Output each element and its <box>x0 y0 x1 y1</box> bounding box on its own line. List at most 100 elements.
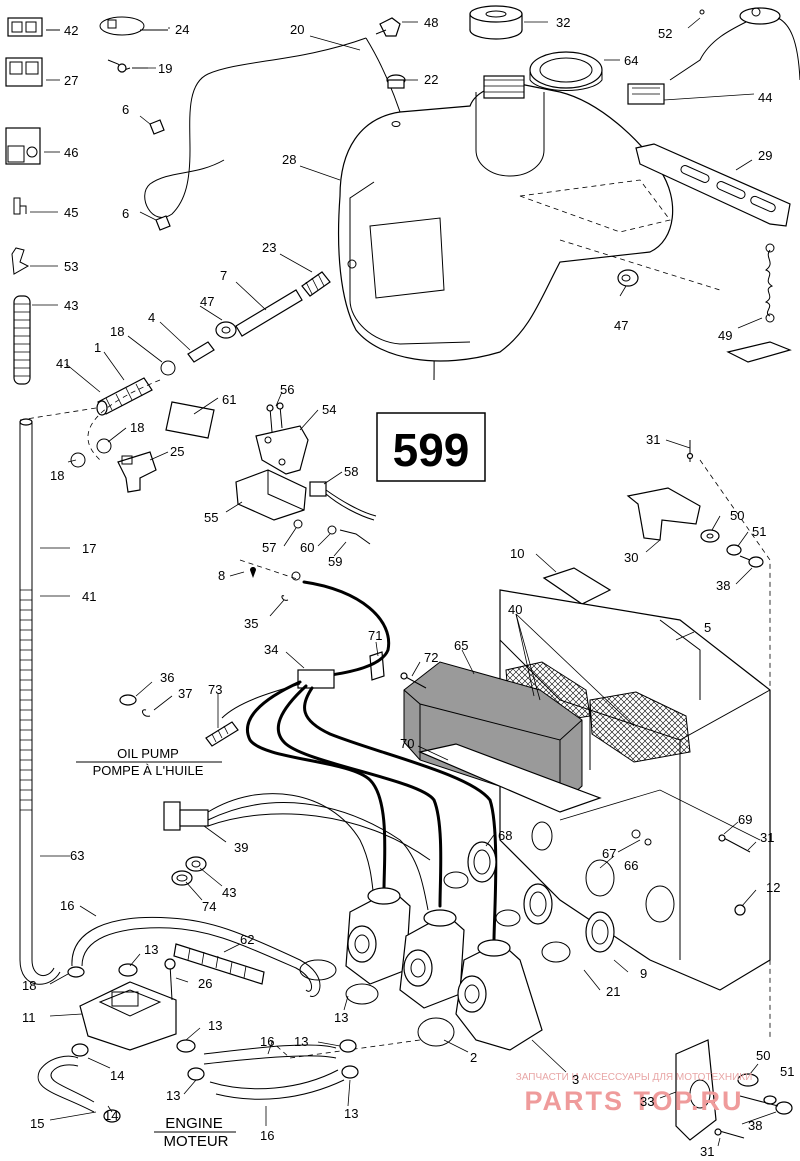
callout: 56 <box>280 382 294 397</box>
callout: 6 <box>122 102 129 117</box>
callout: 50 <box>730 508 744 523</box>
callout: 72 <box>424 650 438 665</box>
callout: 18 <box>110 324 124 339</box>
callout: 4 <box>148 310 155 325</box>
screw-38-top <box>739 555 764 568</box>
connector-27 <box>5 57 60 87</box>
housing-55 <box>235 469 307 529</box>
cable-main <box>302 580 391 678</box>
screw-38-bottom <box>739 1095 793 1115</box>
washer-60 <box>327 525 337 535</box>
callout: 19 <box>158 61 172 76</box>
callout: 16 <box>260 1128 274 1143</box>
spring-hose-43 <box>13 295 58 385</box>
decal-10 <box>542 567 612 605</box>
callout: 47 <box>200 294 214 309</box>
callout: 62 <box>240 932 254 947</box>
clip-6-upper <box>149 119 165 135</box>
callout: 16 <box>260 1034 274 1049</box>
carburetor-2 <box>399 909 465 1009</box>
callout: 41 <box>56 356 70 371</box>
clip-45 <box>13 197 58 215</box>
callout: 59 <box>328 554 342 569</box>
callout: 73 <box>208 682 222 697</box>
callout: 65 <box>454 638 468 653</box>
connector-42 <box>7 17 60 37</box>
junction-block-34 <box>297 669 335 689</box>
clip-19 <box>107 59 148 73</box>
carburetor-3 <box>455 939 543 1051</box>
callout: 57 <box>262 540 276 555</box>
clamps-carb <box>299 871 571 1047</box>
callout: 47 <box>614 318 628 333</box>
callout: 13 <box>144 942 158 957</box>
callout: 31 <box>700 1144 714 1159</box>
callout: 44 <box>758 90 772 105</box>
callout: 48 <box>424 15 438 30</box>
oil-pump-label: OIL PUMP POMPE À L'HUILE <box>76 746 222 778</box>
clamps-pump <box>67 963 359 1123</box>
screws-56 <box>266 402 284 433</box>
callout: 41 <box>82 589 96 604</box>
plate-under-49 <box>726 341 792 363</box>
washer-50-bottom <box>737 1073 759 1087</box>
washer-8 <box>250 567 301 581</box>
bracket-30 <box>626 487 701 541</box>
engine-label-fr: MOTEUR <box>164 1133 229 1150</box>
filler-neck-threads <box>483 75 525 99</box>
watermark-line2: PARTS TOP.RU <box>524 1086 743 1116</box>
callout: 11 <box>22 1010 36 1025</box>
tie-strap-24 <box>99 16 168 36</box>
callout: 45 <box>64 205 78 220</box>
spring-hose-23 <box>301 271 331 297</box>
pin-31-top <box>686 440 694 462</box>
hose-15 <box>37 1055 95 1113</box>
oil-pump-label-en: OIL PUMP <box>117 746 179 761</box>
ring-74 <box>171 870 193 886</box>
callout: 7 <box>220 268 227 283</box>
callout: 51 <box>780 1064 794 1079</box>
hose-17-41-63 <box>19 418 61 985</box>
callout: 2 <box>470 1050 477 1065</box>
bracket-29 <box>635 143 791 227</box>
callout: 13 <box>208 1018 222 1033</box>
fuel-sender-52 <box>669 7 800 81</box>
connector-46 <box>5 127 60 165</box>
connector-44 <box>627 83 665 105</box>
page-number: 599 <box>393 424 470 476</box>
callout: 34 <box>264 642 278 657</box>
callout: 15 <box>30 1116 44 1131</box>
callout: 37 <box>178 686 192 701</box>
cable-group-39 <box>163 793 431 911</box>
callout: 35 <box>244 616 258 631</box>
callout: 38 <box>748 1118 762 1133</box>
callout: 39 <box>234 840 248 855</box>
pin-31-bottom <box>714 1128 745 1139</box>
callout: 43 <box>222 885 236 900</box>
callout: 55 <box>204 510 218 525</box>
callout: 6 <box>122 206 129 221</box>
callout: 67 <box>602 846 616 861</box>
callout: 58 <box>344 464 358 479</box>
callout: 13 <box>166 1088 180 1103</box>
engine-label-en: ENGINE <box>165 1115 223 1132</box>
plate-33 <box>675 1039 717 1141</box>
grommet-47-right <box>617 269 639 287</box>
carburetor-1 <box>345 887 411 985</box>
callout: 5 <box>704 620 711 635</box>
spring-49 <box>764 243 775 323</box>
callout: 13 <box>344 1106 358 1121</box>
probe-59 <box>339 529 371 545</box>
engine-label: ENGINE MOTEUR <box>154 1115 236 1150</box>
hose-62-spring <box>173 943 265 985</box>
callout: 42 <box>64 23 78 38</box>
grommet-22 <box>386 74 406 89</box>
callout: 30 <box>624 550 638 565</box>
callout: 24 <box>175 22 189 37</box>
plate-70 <box>418 743 602 813</box>
callout: 23 <box>262 240 276 255</box>
pin-69 <box>718 834 751 853</box>
callout: 27 <box>64 73 78 88</box>
callout: 29 <box>758 148 772 163</box>
clamp-18-c <box>70 452 86 468</box>
